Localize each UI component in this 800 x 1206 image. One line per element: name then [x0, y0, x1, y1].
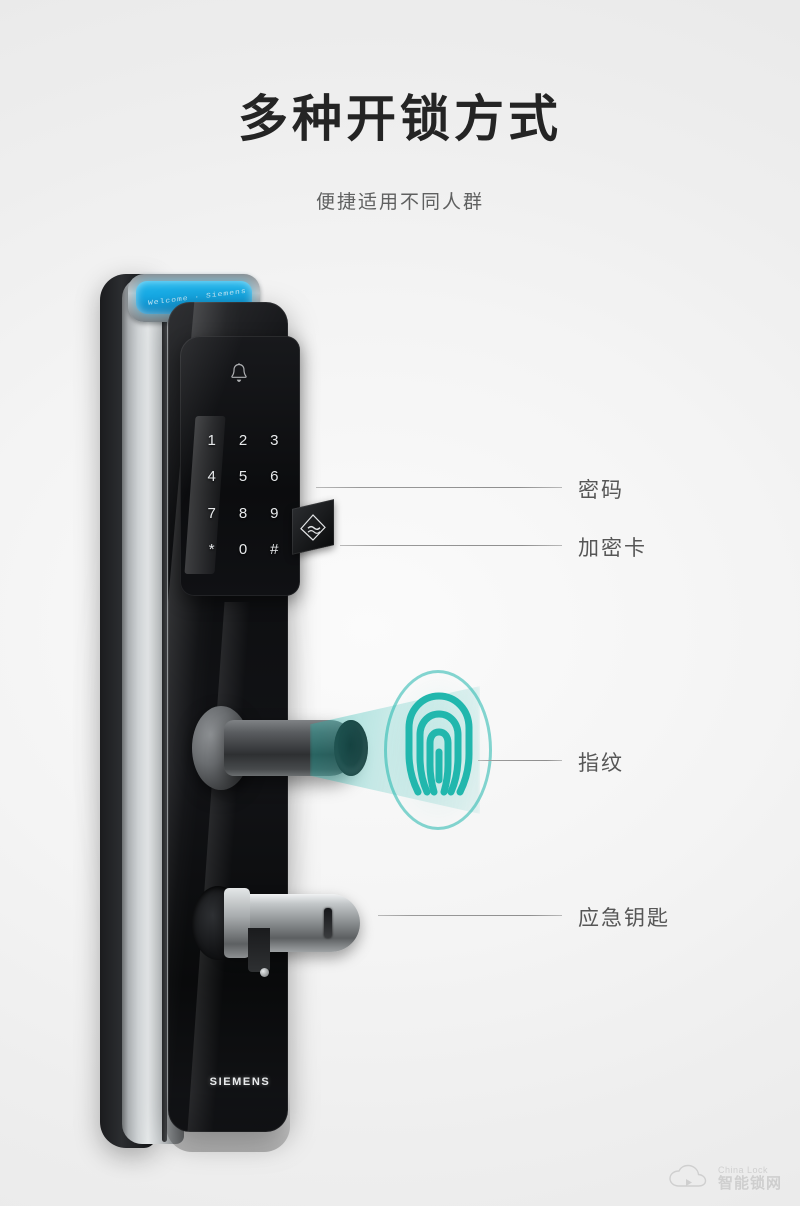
key-9[interactable]: 9 — [270, 504, 279, 522]
key-cylinder-cam — [248, 928, 270, 972]
callout-leader-line — [340, 545, 562, 546]
key-3[interactable]: 3 — [270, 431, 279, 449]
callout-label-encrypted-card: 加密卡 — [578, 537, 647, 560]
key-4[interactable]: 4 — [207, 468, 216, 486]
key-star[interactable]: * — [208, 541, 215, 559]
key-6[interactable]: 6 — [270, 468, 279, 486]
brand-logo: SIEMENS — [209, 1076, 271, 1088]
watermark-text-cn: 智能锁网 — [717, 1174, 782, 1192]
key-0[interactable]: 0 — [238, 541, 248, 559]
nfc-card-icon — [300, 514, 326, 541]
touch-keypad-module[interactable]: 1 2 3 4 5 6 7 8 9 * 0 # — [180, 336, 300, 596]
key-7[interactable]: 7 — [207, 504, 216, 522]
handle-end-cap — [334, 720, 368, 776]
cloud-icon — [669, 1164, 707, 1187]
nfc-card-reader-badge[interactable] — [292, 499, 334, 555]
callout-leader-line — [478, 760, 562, 761]
page-subtitle: 便捷适用不同人群 — [315, 192, 484, 213]
key-cylinder-pin — [260, 968, 269, 977]
lock-body-seam — [162, 280, 167, 1142]
callout-leader-line — [316, 487, 562, 488]
key-cylinder-collar — [224, 888, 250, 958]
numeric-keypad[interactable]: 1 2 3 4 5 6 7 8 9 * 0 # — [196, 422, 290, 568]
key-hash[interactable]: # — [270, 541, 279, 559]
doorbell-icon[interactable] — [228, 362, 250, 386]
key-8[interactable]: 8 — [238, 504, 248, 522]
smart-door-lock-illustration: Welcome · Siemens 1 2 3 4 5 6 7 8 9 * 0 … — [78, 268, 492, 1170]
watermark-text: China Lock 智能锁网 — [717, 1165, 782, 1192]
page-title: 多种开锁方式 — [238, 91, 562, 147]
fingerprint-icon — [405, 692, 473, 796]
site-watermark: China Lock 智能锁网 — [666, 1164, 782, 1194]
key-1[interactable]: 1 — [207, 431, 216, 449]
key-5[interactable]: 5 — [238, 468, 248, 486]
callout-label-emergency-key: 应急钥匙 — [578, 907, 670, 930]
callout-leader-line — [378, 915, 562, 916]
key-2[interactable]: 2 — [238, 431, 248, 449]
callout-label-password: 密码 — [578, 479, 624, 502]
key-cylinder-keyway[interactable] — [324, 908, 332, 938]
watermark-text-en: China Lock — [717, 1165, 769, 1176]
callout-label-fingerprint: 指纹 — [578, 752, 624, 775]
page-header: 多种开锁方式 便捷适用不同人群 — [0, 0, 800, 214]
